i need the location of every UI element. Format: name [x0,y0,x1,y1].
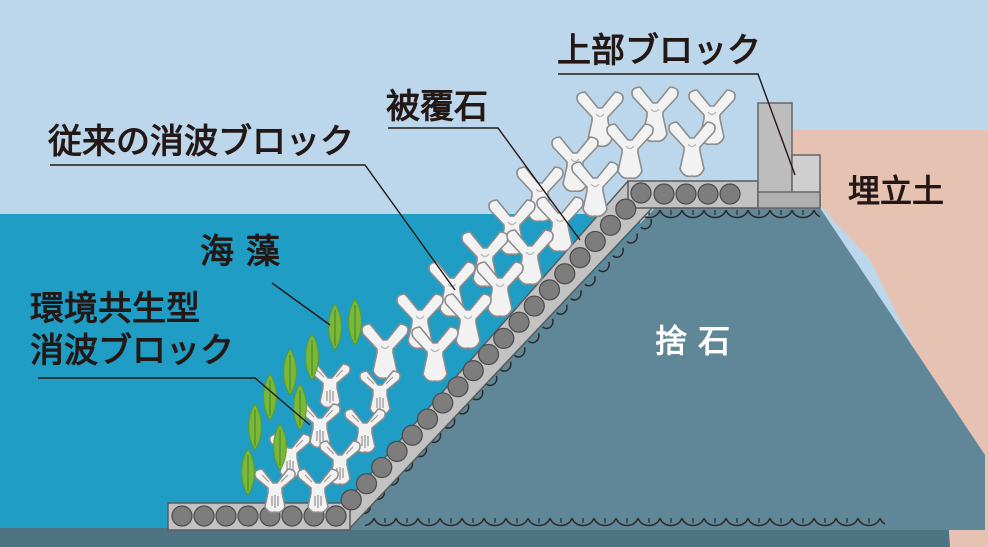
armor-stone [493,327,515,349]
leader-lines [38,73,796,426]
armor-stone [462,360,484,382]
slope-loop [471,389,484,401]
label-seaweed: 海 藻 [200,232,281,272]
armor-stone [523,295,545,317]
armor-stone [675,183,697,205]
armor-stone [355,473,378,495]
armor-stone [237,505,259,527]
slope-loop [499,361,512,372]
label-rubble: 捨 石 [655,322,730,360]
label-eco-block-line1: 環境共生型 [30,289,200,329]
slope-loop [513,347,526,358]
armor-stone [193,505,215,527]
slope-loop [570,290,582,301]
armor-stone [508,311,530,333]
armor-stone [477,343,500,366]
label-eco-block-line2: 消波ブロック [30,331,234,371]
rubble-protection-loops [359,210,885,529]
slope-loop [626,233,638,244]
armor-stone [719,183,741,205]
armor-stone [569,247,591,269]
slope-loop [612,247,624,259]
leader-upper-block [558,73,796,176]
slope-loop [584,276,596,287]
armor-stone [371,456,393,479]
leader-eco-block [38,377,311,426]
armor-stone [416,408,439,430]
slope-loop [542,318,554,330]
armor-stone [653,183,675,205]
reclaimed-land [790,130,988,547]
slope-loop [598,261,610,273]
armor-stone [538,279,561,301]
armor-stone [281,505,303,527]
armor-stone [401,424,423,446]
armor-stone [432,392,454,414]
armor-stone [171,505,193,527]
armor-stone [386,440,408,462]
armor-stone [599,214,622,236]
armor-stone [615,198,637,220]
slope-loop [640,219,653,230]
rubble-mound [345,208,985,530]
leader-seaweed [271,282,331,326]
armor-stone [447,376,469,398]
armor-stone [340,489,362,511]
armor-stone [584,230,606,253]
leader-conventional-block [50,164,456,291]
slope-loop [485,375,498,387]
armor-stone-circles [171,182,741,527]
slope-loop [528,332,540,344]
armor-stone [630,182,652,204]
seabed [0,528,988,547]
armor-stone [697,183,719,205]
armor-stone [554,263,576,285]
upper-block [757,102,821,209]
armor-stone [325,505,347,527]
label-armor-stone: 被覆石 [386,87,488,127]
slope-loop [556,304,568,315]
label-upper-block: 上部ブロック [557,31,761,71]
label-reclaimed-land: 埋立土 [848,172,944,210]
armor-stone-layer [167,179,759,531]
armor-stone [215,505,237,527]
leader-armor-stone [388,127,581,241]
label-conventional-block: 従来の消波ブロック [47,122,354,162]
